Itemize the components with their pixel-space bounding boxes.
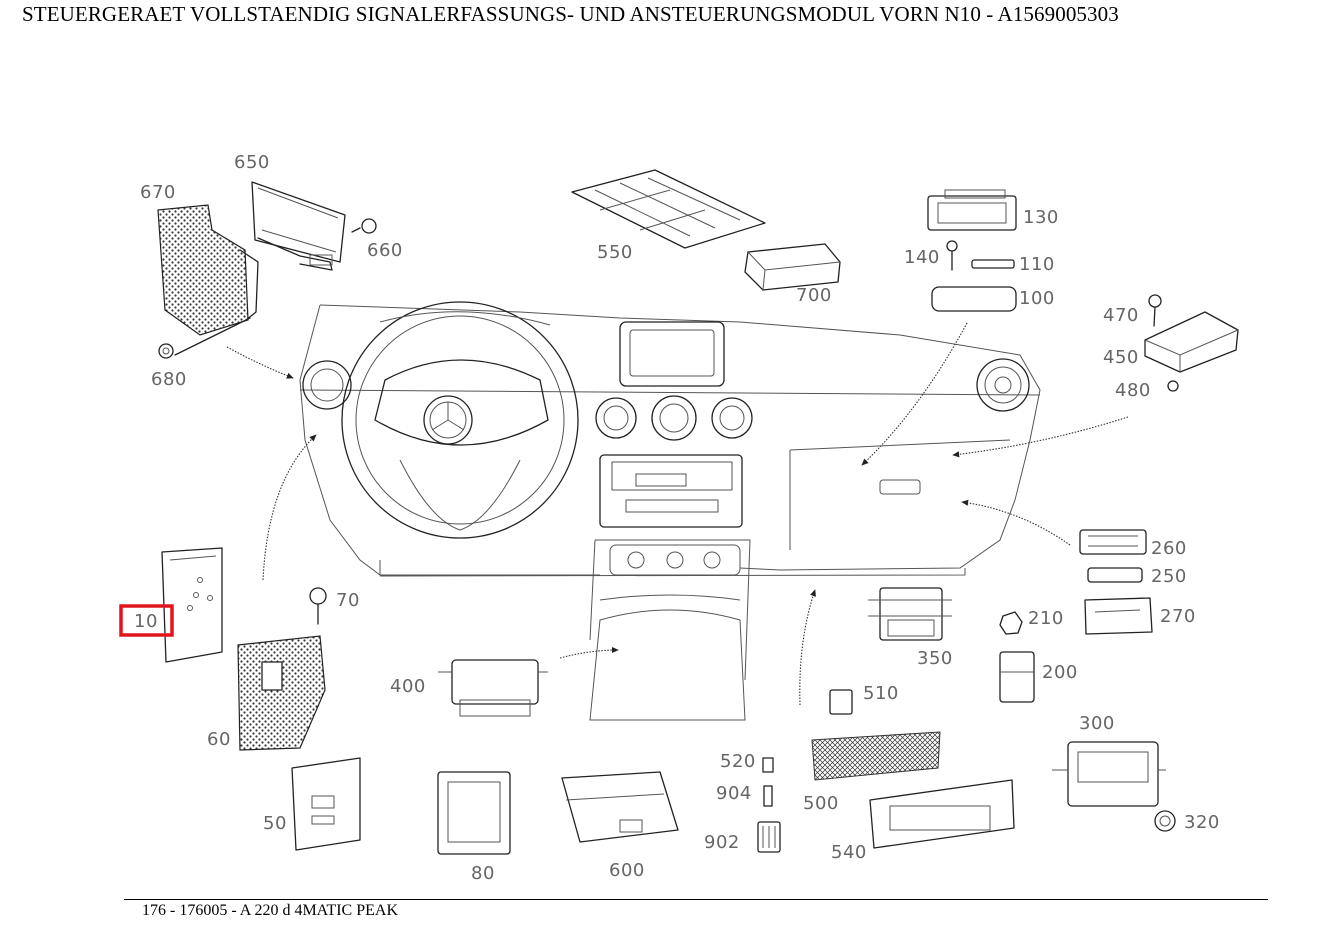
label-350: 350	[917, 648, 953, 669]
label-320: 320	[1184, 812, 1220, 833]
label-130: 130	[1023, 207, 1059, 228]
part-270-bracket	[1084, 597, 1153, 635]
label-50: 50	[263, 813, 287, 834]
label-680: 680	[151, 369, 187, 390]
part-70-screw	[309, 587, 327, 625]
part-500-harness	[811, 731, 941, 781]
part-450-module	[1144, 311, 1239, 373]
label-510: 510	[863, 683, 899, 704]
part-200-relay	[999, 651, 1035, 703]
footer-model-info: 176 - 176005 - A 220 d 4MATIC PEAK	[142, 902, 399, 919]
part-660-screw	[351, 218, 377, 234]
part-520-fuse	[762, 757, 774, 773]
part-650-module	[251, 181, 346, 271]
label-450: 450	[1103, 347, 1139, 368]
page-title: STEUERGERAET VOLLSTAENDIG SIGNALERFASSUN…	[22, 2, 1119, 26]
part-130-module	[927, 189, 1017, 231]
part-10-control-unit	[161, 547, 223, 663]
part-480-clip	[1167, 380, 1179, 392]
part-50-unit	[291, 757, 361, 851]
highlight-box-part-10[interactable]	[119, 604, 174, 637]
part-260-module	[1079, 529, 1147, 555]
part-680-nut	[158, 343, 174, 359]
label-470: 470	[1103, 305, 1139, 326]
label-100: 100	[1019, 288, 1055, 309]
part-550-mat	[571, 169, 766, 249]
footer-divider	[124, 899, 1268, 900]
label-540: 540	[831, 842, 867, 863]
part-904-fuse	[763, 785, 773, 807]
label-80: 80	[471, 863, 495, 884]
part-700-unit	[744, 243, 841, 291]
part-350-module	[868, 587, 952, 641]
part-902-connector	[757, 821, 781, 853]
label-270: 270	[1160, 606, 1196, 627]
part-labels: 650 670 660 680 550 700 130 140 110 100 …	[134, 152, 1220, 884]
label-600: 600	[609, 860, 645, 881]
label-520: 520	[720, 751, 756, 772]
label-400: 400	[390, 676, 426, 697]
part-670-bracket	[157, 204, 259, 356]
label-480: 480	[1115, 380, 1151, 401]
label-110: 110	[1019, 254, 1055, 275]
leader-arrows	[226, 322, 1129, 706]
label-10: 10	[134, 611, 158, 632]
part-540-fusebox	[869, 779, 1015, 849]
part-210-nut	[999, 611, 1023, 635]
part-300-module	[1052, 741, 1166, 807]
part-470-screw	[1148, 294, 1162, 327]
label-210: 210	[1028, 608, 1064, 629]
label-140: 140	[904, 247, 940, 268]
part-510-relay	[829, 689, 853, 715]
part-80-module	[437, 771, 511, 855]
label-550: 550	[597, 242, 633, 263]
label-650: 650	[234, 152, 270, 173]
label-300: 300	[1079, 713, 1115, 734]
label-670: 670	[140, 182, 176, 203]
label-700: 700	[796, 285, 832, 306]
part-320-cap	[1154, 810, 1176, 832]
part-110-strip	[971, 259, 1015, 269]
part-250-strip	[1087, 567, 1143, 583]
label-904: 904	[716, 783, 752, 804]
part-60-housing	[237, 635, 326, 751]
part-140-screw	[946, 240, 958, 271]
label-70: 70	[336, 590, 360, 611]
part-400-module	[438, 659, 548, 717]
label-250: 250	[1151, 566, 1187, 587]
label-500: 500	[803, 793, 839, 814]
part-600-module	[561, 771, 679, 843]
label-260: 260	[1151, 538, 1187, 559]
label-60: 60	[207, 729, 231, 750]
label-660: 660	[367, 240, 403, 261]
label-902: 902	[704, 832, 740, 853]
label-200: 200	[1042, 662, 1078, 683]
dashboard-illustration	[299, 301, 1041, 721]
part-100-cover	[931, 286, 1017, 312]
